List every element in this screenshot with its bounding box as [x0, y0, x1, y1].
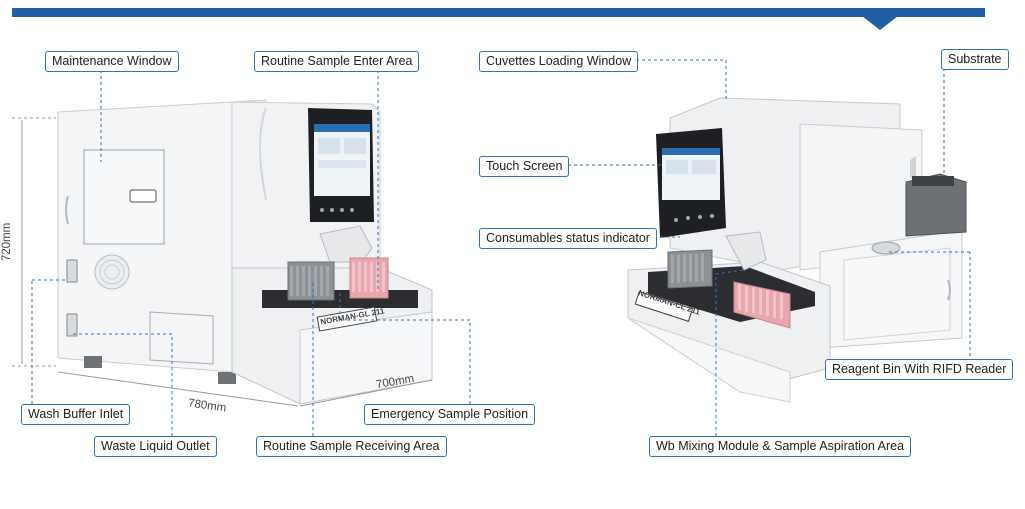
header-accent-bar: [12, 8, 985, 17]
dimension-lines: [12, 117, 433, 407]
label-maintenance-window: Maintenance Window: [45, 51, 179, 72]
left-instrument: [57, 99, 433, 405]
label-emergency-sample-position: Emergency Sample Position: [364, 404, 536, 425]
header-notch: [862, 16, 898, 30]
label-cuvettes-loading-window: Cuvettes Loading Window: [479, 51, 639, 72]
callout-leaders-left: [31, 70, 471, 436]
right-instrument: [627, 97, 967, 403]
label-routine-sample-enter-area: Routine Sample Enter Area: [254, 51, 420, 72]
callout-leaders-right: [568, 59, 971, 436]
label-wb-mixing-module: Wb Mixing Module & Sample Aspiration Are…: [649, 436, 912, 457]
label-substrate: Substrate: [941, 49, 1009, 70]
height-dimension-label: 720mm: [1, 222, 14, 262]
label-routine-sample-receiving-area: Routine Sample Receiving Area: [256, 436, 447, 457]
label-consumables-status-indicator: Consumables status indicator: [479, 228, 657, 249]
label-waste-liquid-outlet: Waste Liquid Outlet: [94, 436, 217, 457]
label-reagent-bin-with-rifd-reader: Reagent Bin With RIFD Reader: [825, 359, 1014, 380]
label-touch-screen: Touch Screen: [479, 156, 570, 177]
label-wash-buffer-inlet: Wash Buffer Inlet: [21, 404, 131, 425]
